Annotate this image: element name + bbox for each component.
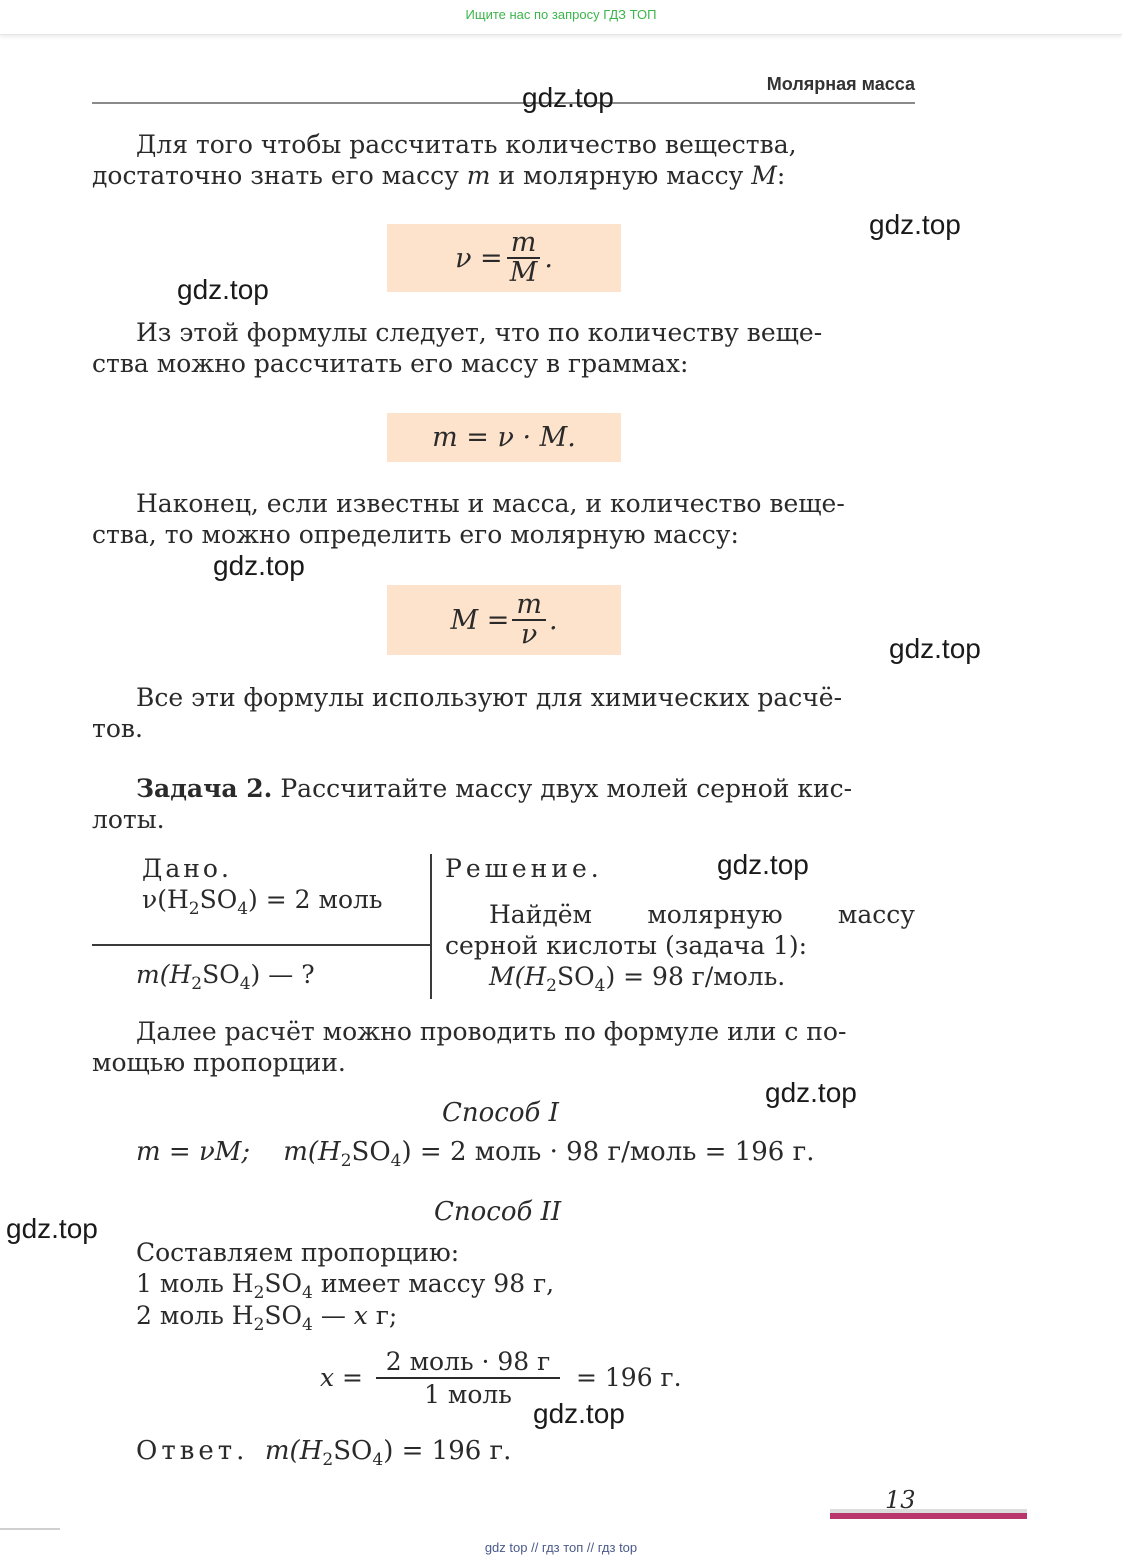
watermark: gdz.top bbox=[522, 82, 614, 113]
formula-mass: m = ν · M. bbox=[387, 413, 621, 462]
page-bar-shadow bbox=[830, 1509, 1027, 1513]
method-2-line-2: 1 моль H2SO4 имеет массу 98 г, bbox=[136, 1269, 555, 1303]
paragraph-5: Далее расчёт можно проводить по формуле … bbox=[92, 1017, 847, 1077]
header-rule bbox=[92, 102, 915, 104]
running-header: Молярная масса bbox=[766, 74, 915, 94]
table-vertical-divider bbox=[430, 854, 432, 999]
find-mass: m(H2SO4) — ? bbox=[136, 960, 315, 994]
method-1-title: Способ I bbox=[442, 1098, 559, 1128]
paragraph-1: Для того чтобы рассчитать количество вещ… bbox=[92, 130, 797, 190]
proportion-result: = 196 г. bbox=[576, 1363, 682, 1392]
paragraph-3: Наконец, если известны и масса, и количе… bbox=[92, 489, 845, 549]
solution-line-3: M(H2SO4) = 98 г/моль. bbox=[489, 962, 786, 996]
given-amount: ν(H2SO4) = 2 моль bbox=[142, 885, 383, 919]
solution-label: Решение. bbox=[445, 854, 603, 883]
given-label: Дано. bbox=[142, 854, 232, 883]
method-2-line-3: 2 моль H2SO4 — x г; bbox=[136, 1301, 398, 1335]
paragraph-4: Все эти формулы используют для химически… bbox=[92, 683, 843, 743]
method-2-title: Способ II bbox=[434, 1197, 562, 1227]
answer: Ответ. m(H2SO4) = 196 г. bbox=[136, 1436, 512, 1470]
watermark: gdz.top bbox=[213, 550, 305, 581]
watermark: gdz.top bbox=[869, 209, 961, 240]
given-divider bbox=[92, 944, 430, 946]
proportion-numerator: 2 моль · 98 г bbox=[376, 1347, 560, 1379]
watermark: gdz.top bbox=[717, 849, 809, 880]
page-bar bbox=[830, 1513, 1027, 1519]
watermark: gdz.top bbox=[533, 1398, 625, 1429]
top-banner[interactable]: Ищите нас по запросу ГДЗ ТОП bbox=[0, 0, 1122, 35]
solution-line-2: серной кислоты (задача 1): bbox=[445, 931, 808, 960]
proportion-x: x = bbox=[320, 1363, 363, 1392]
watermark: gdz.top bbox=[177, 274, 269, 305]
paragraph-2: Из этой формулы следует, что по количест… bbox=[92, 318, 823, 378]
footer-links[interactable]: gdz top // гдз топ // гдз top bbox=[484, 1540, 638, 1555]
method-2-line-1: Составляем пропорцию: bbox=[136, 1238, 460, 1267]
proportion-denominator: 1 моль bbox=[424, 1380, 512, 1409]
task-2-statement: Задача 2. Рассчитайте массу двух молей с… bbox=[92, 774, 853, 834]
corner-rule bbox=[0, 1528, 60, 1530]
method-1-calc: m = νM; m(H2SO4) = 2 моль · 98 г/моль = … bbox=[136, 1137, 815, 1171]
solution-line-1: Найдём молярную массу bbox=[489, 900, 915, 929]
watermark: gdz.top bbox=[765, 1077, 857, 1108]
watermark: gdz.top bbox=[889, 633, 981, 664]
watermark: gdz.top bbox=[6, 1213, 98, 1244]
